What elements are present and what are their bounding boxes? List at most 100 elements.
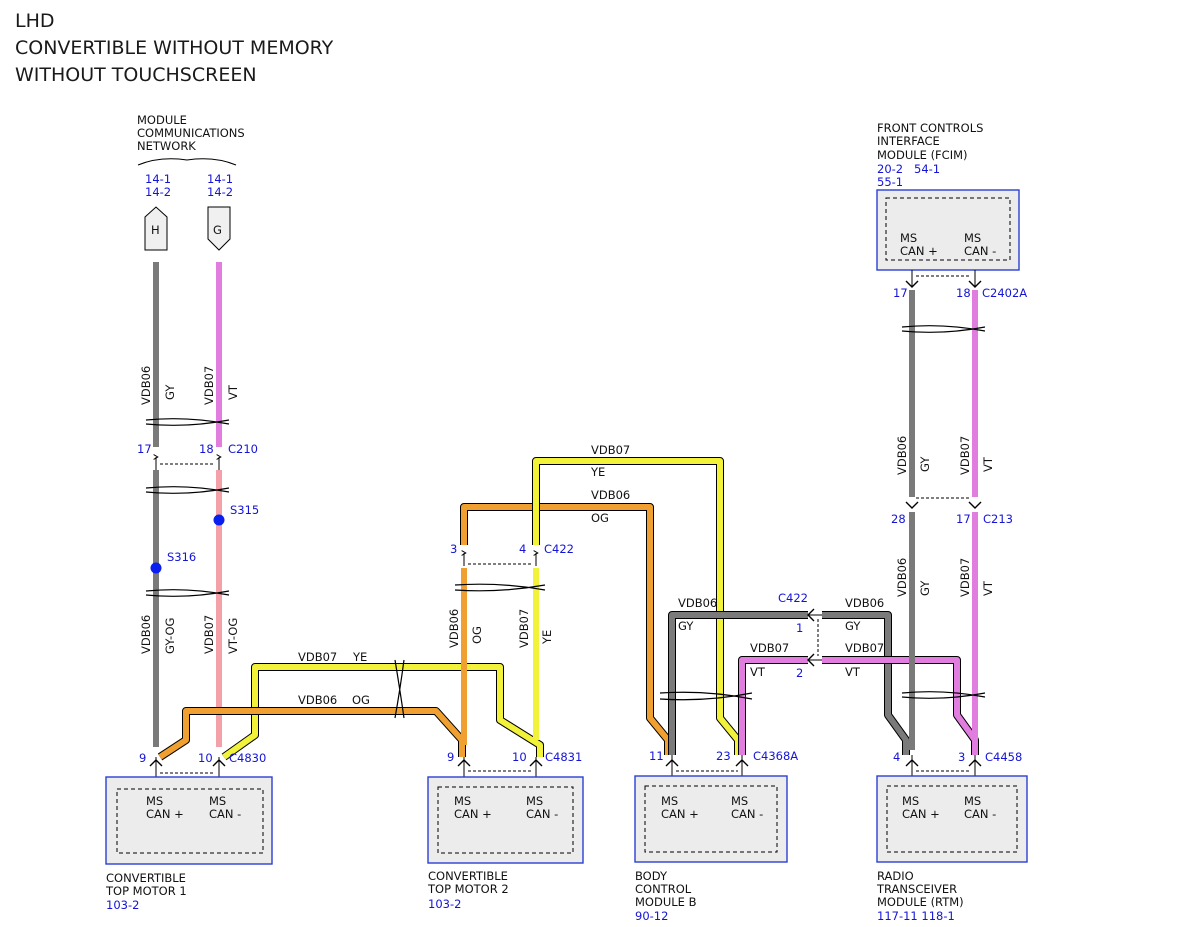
label-gy: GY	[845, 619, 861, 633]
label-gy: GY	[918, 456, 932, 472]
ctm2-pin-10: 10	[512, 750, 527, 764]
label-vdb06: VDB06	[678, 596, 717, 610]
c213-name: C213	[983, 512, 1013, 526]
label-gy: GY	[678, 619, 694, 633]
fcim-pin-18-arrow	[968, 280, 982, 288]
header-line-3: WITHOUT TOUCHSCREEN	[15, 64, 257, 86]
c4458-name: C4458	[985, 750, 1022, 764]
label-vdb07: VDB07	[517, 609, 531, 648]
module-ctm1: 9 10 C4830 MS CAN + MS CAN - CONVERTIBLE…	[105, 751, 273, 912]
c4831-name: C4831	[545, 750, 582, 764]
fcim-pin-plus-2: CAN +	[900, 244, 938, 258]
rtm-ref: 117-11 118-1	[877, 909, 955, 923]
fcim-pin-minus-2: CAN -	[964, 244, 996, 258]
label-vdb07: VDB07	[202, 615, 216, 654]
c422-left-name: C422	[544, 542, 574, 556]
rtm-name-2: TRANSCEIVER	[876, 882, 957, 896]
ctm1-inner	[116, 788, 264, 854]
right-wire-pair: FRONT CONTROLS INTERFACE MODULE (FCIM) 2…	[876, 121, 1027, 750]
label-og: OG	[470, 626, 484, 644]
rtm-pin-4-arrow	[905, 759, 919, 767]
fcim-ref-1: 20-2	[877, 162, 903, 176]
ctm2-name-2: TOP MOTOR 2	[427, 882, 509, 896]
bcmb-pin-11: 11	[649, 749, 664, 763]
c213-pin-28: 28	[891, 512, 906, 526]
splice-s315-label: S315	[230, 503, 259, 517]
c4830-name: C4830	[229, 751, 266, 765]
ctm1-pin-a2: CAN +	[146, 807, 184, 821]
twist-marker	[901, 691, 986, 699]
ctm2-pin-b1: MS	[526, 794, 543, 808]
label-vt-og: VT-OG	[226, 618, 240, 654]
label-vdb07: VDB07	[750, 641, 789, 655]
bcmb-pin-11-arrow	[665, 759, 679, 767]
wire-gy-outline	[822, 611, 910, 755]
label-vdb07: VDB07	[845, 641, 884, 655]
ctm1-pin-10-arrow	[212, 759, 226, 767]
fcim-module-inner	[885, 197, 1011, 261]
label-ye: YE	[590, 465, 605, 479]
wire-gy-bcm	[669, 612, 808, 755]
network-label-2: COMMUNICATIONS	[137, 126, 245, 140]
rtm-pin-b2: CAN -	[964, 807, 996, 821]
c213-pin-17-arrow	[968, 501, 982, 509]
label-gy: GY	[163, 384, 177, 400]
fcim-ref-3: 55-1	[877, 175, 903, 189]
twist-marker	[145, 486, 230, 494]
header-line-2: CONVERTIBLE WITHOUT MEMORY	[15, 37, 334, 59]
ctm1-pin-a1: MS	[146, 794, 163, 808]
wire-vt-bcm	[739, 657, 808, 755]
c422-left-pin-4: 4	[519, 542, 526, 556]
c213-pin-17: 17	[956, 512, 971, 526]
fcim-name-3: MODULE (FCIM)	[877, 148, 968, 162]
splice-s315	[213, 514, 225, 526]
label-vdb06: VDB06	[298, 693, 337, 707]
module-rtm: 4 3 C4458 MS CAN + MS CAN - RADIO TRANSC…	[876, 750, 1028, 923]
rtm-pin-a2: CAN +	[902, 807, 940, 821]
left-wire-pair: VDB06 GY VDB07 VT 17 18 C210 S315 S316 V…	[137, 262, 259, 747]
ctm2-name-1: CONVERTIBLE	[428, 869, 508, 883]
label-vdb07: VDB07	[958, 436, 972, 475]
connector-h-flag	[144, 206, 168, 251]
c210-pin-17: 17	[137, 442, 152, 456]
network-reference: MODULE COMMUNICATIONS NETWORK 14-1 14-2 …	[137, 113, 245, 251]
connector-g-label: G	[213, 223, 222, 237]
bcmb-name-3: MODULE B	[635, 895, 697, 909]
label-ye: YE	[540, 630, 554, 645]
ctm1-ref: 103-2	[106, 898, 139, 912]
c422-left-pin-3: 3	[450, 542, 457, 556]
ctm1-pin-b1: MS	[209, 794, 226, 808]
network-ref-h2: 14-2	[145, 185, 171, 199]
network-ref-g1: 14-1	[207, 172, 233, 186]
label-vdb06: VDB06	[591, 488, 630, 502]
bcmb-ref: 90-12	[635, 909, 668, 923]
label-vt: VT	[981, 580, 995, 596]
fcim-module-box	[876, 189, 1020, 271]
bcmb-name-2: CONTROL	[635, 882, 692, 896]
label-vdb06: VDB06	[139, 366, 153, 405]
label-vdb06: VDB06	[895, 436, 909, 475]
ctm2-ref: 103-2	[428, 897, 461, 911]
c422-right-name: C422	[778, 591, 808, 605]
bcmb-pin-b1: MS	[731, 794, 748, 808]
bcmb-pin-b2: CAN -	[731, 807, 763, 821]
label-vt: VT	[750, 665, 766, 679]
rtm-name-3: MODULE (RTM)	[877, 895, 964, 909]
fcim-pin-18: 18	[956, 286, 971, 300]
label-gy: GY	[918, 580, 932, 596]
bcmb-name-1: BODY	[635, 869, 668, 883]
fcim-pin-17-arrow	[905, 280, 919, 288]
c210-pin-18: 18	[199, 442, 214, 456]
splice-s316-label: S316	[167, 550, 196, 564]
rtm-pin-4: 4	[893, 750, 900, 764]
twist-marker	[901, 325, 986, 333]
fcim-name-1: FRONT CONTROLS	[877, 121, 983, 135]
bcmb-pin-23-arrow	[735, 759, 749, 767]
header-line-1: LHD	[15, 10, 55, 32]
label-vdb07: VDB07	[298, 650, 337, 664]
c2402a-name: C2402A	[982, 286, 1027, 300]
label-vdb07: VDB07	[591, 443, 630, 457]
ctm2-box	[427, 776, 584, 864]
module-ctm2: 9 10 C4831 MS CAN + MS CAN - CONVERTIBLE…	[427, 750, 584, 911]
ctm1-pin-9-arrow	[149, 759, 163, 767]
